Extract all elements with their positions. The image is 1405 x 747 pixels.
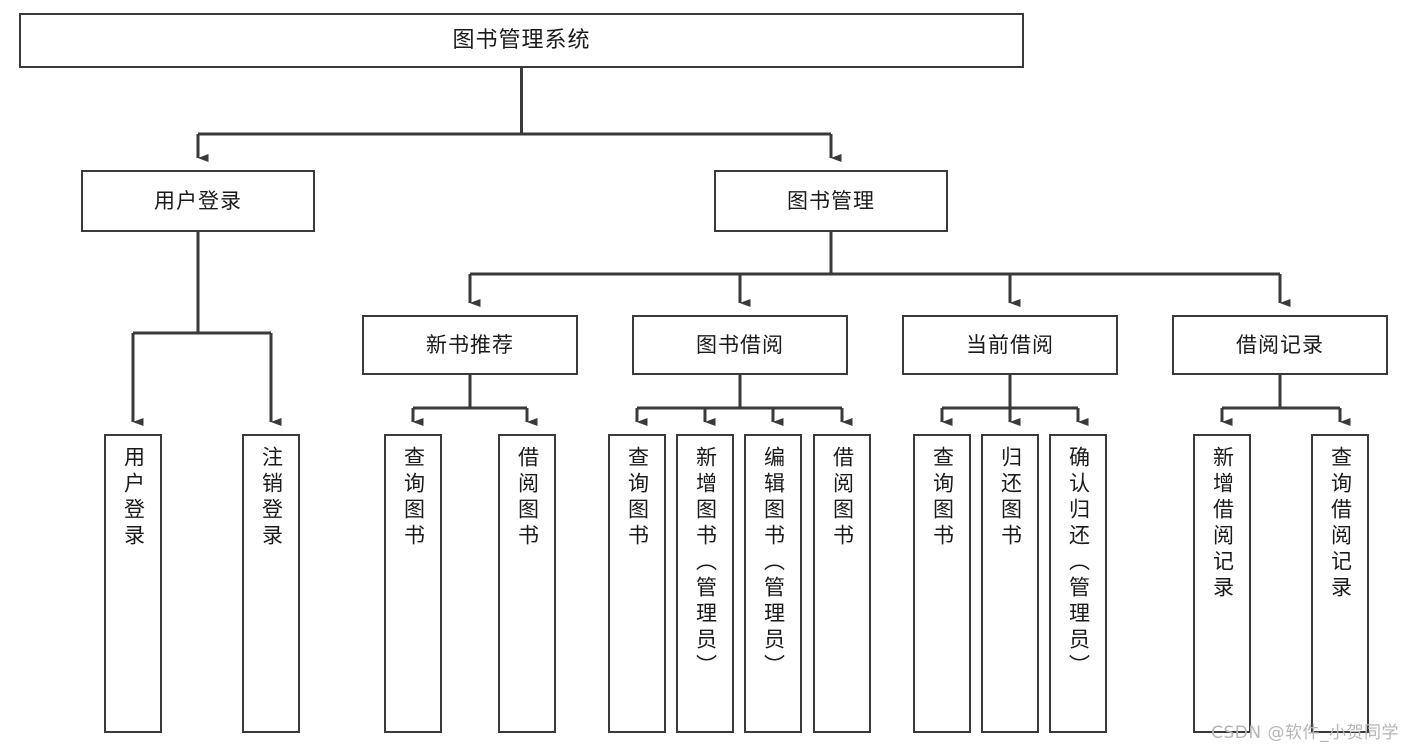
node-new-book-recommend[interactable]: 新书推荐 xyxy=(362,315,578,375)
node-label: 查询图书 xyxy=(625,446,650,550)
leaf-book-borrow-query[interactable]: 查询图书 xyxy=(608,434,666,733)
leaf-user-login-login[interactable]: 用户登录 xyxy=(104,434,162,733)
node-label: 借阅记录 xyxy=(1236,332,1324,357)
node-label: 注销登录 xyxy=(259,446,284,550)
node-label: 新书推荐 xyxy=(426,332,514,357)
node-label: 查询图书 xyxy=(401,446,426,550)
node-label: 用户登录 xyxy=(154,188,242,213)
leaf-current-borrow-confirm-return[interactable]: 确认归还（管理员） xyxy=(1049,434,1107,733)
node-label: 归还图书 xyxy=(998,446,1023,550)
node-label: 查询图书 xyxy=(930,446,955,550)
leaf-new-book-query[interactable]: 查询图书 xyxy=(384,434,442,733)
leaf-user-login-logout[interactable]: 注销登录 xyxy=(242,434,300,733)
node-label: 编辑图书（管理员） xyxy=(761,446,786,680)
node-label: 图书管理系统 xyxy=(452,27,591,53)
leaf-new-book-borrow[interactable]: 借阅图书 xyxy=(498,434,556,733)
node-label: 图书管理 xyxy=(787,188,875,213)
leaf-borrow-record-query[interactable]: 查询借阅记录 xyxy=(1311,434,1369,733)
node-book-borrow[interactable]: 图书借阅 xyxy=(632,315,848,375)
leaf-book-borrow-edit[interactable]: 编辑图书（管理员） xyxy=(744,434,802,733)
leaf-book-borrow-add[interactable]: 新增图书（管理员） xyxy=(676,434,734,733)
node-borrow-record[interactable]: 借阅记录 xyxy=(1172,315,1388,375)
node-root-system[interactable]: 图书管理系统 xyxy=(19,13,1024,68)
leaf-current-borrow-query[interactable]: 查询图书 xyxy=(913,434,971,733)
node-label: 确认归还（管理员） xyxy=(1066,446,1091,680)
node-user-login[interactable]: 用户登录 xyxy=(81,170,315,232)
node-label: 借阅图书 xyxy=(515,446,540,550)
node-current-borrow[interactable]: 当前借阅 xyxy=(902,315,1118,375)
leaf-current-borrow-return[interactable]: 归还图书 xyxy=(981,434,1039,733)
node-label: 当前借阅 xyxy=(966,332,1054,357)
node-label: 新增图书（管理员） xyxy=(693,446,718,680)
node-label: 图书借阅 xyxy=(696,332,784,357)
node-book-management[interactable]: 图书管理 xyxy=(714,170,948,232)
leaf-borrow-record-add[interactable]: 新增借阅记录 xyxy=(1193,434,1251,733)
leaf-book-borrow-borrow[interactable]: 借阅图书 xyxy=(813,434,871,733)
watermark-text: CSDN @软件_小贺同学 xyxy=(1211,723,1399,743)
node-label: 用户登录 xyxy=(121,446,146,550)
node-label: 新增借阅记录 xyxy=(1210,446,1235,602)
node-label: 借阅图书 xyxy=(830,446,855,550)
node-label: 查询借阅记录 xyxy=(1328,446,1353,602)
